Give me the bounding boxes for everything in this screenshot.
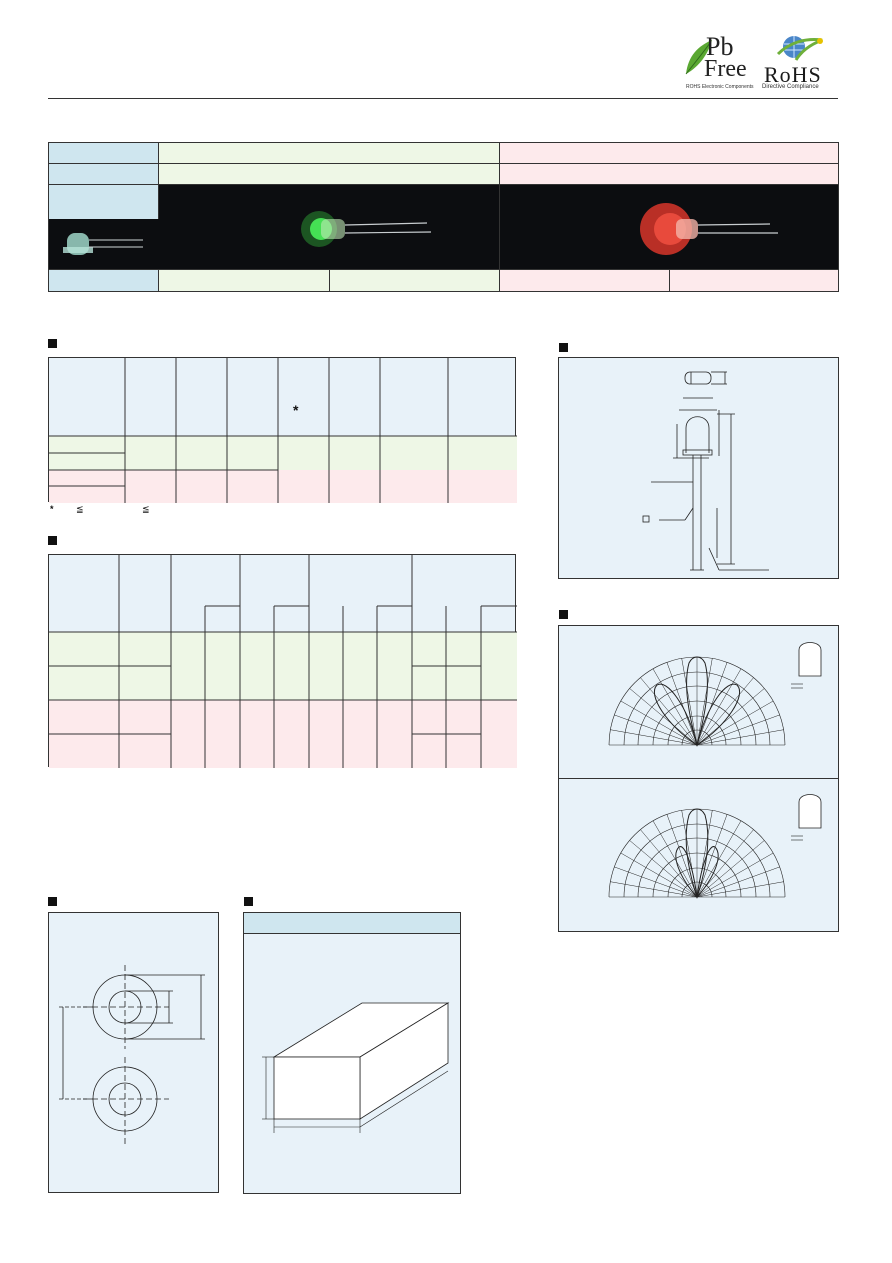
product-table xyxy=(48,142,839,292)
green-header-1 xyxy=(159,143,500,164)
polar-spoke xyxy=(681,658,698,746)
row-header-2 xyxy=(49,164,159,185)
hole-pattern-drawing xyxy=(59,965,205,1145)
polar-spoke xyxy=(696,814,728,898)
green-cell-a xyxy=(159,269,330,291)
polar-spoke xyxy=(610,729,698,746)
section-marker-dimensions xyxy=(559,343,568,352)
directivity-panel xyxy=(558,625,839,932)
polar-spoke xyxy=(614,714,698,746)
characteristics-table xyxy=(48,554,517,768)
section-marker-hole-pattern xyxy=(48,897,57,906)
polar-spoke xyxy=(696,688,765,746)
packaging-header xyxy=(244,913,460,934)
polar-spoke xyxy=(620,700,698,746)
rohs-logo: RoHS Directive Compliance xyxy=(762,34,834,92)
footnote-le-1: ≦ xyxy=(76,504,84,514)
polar-spoke xyxy=(696,677,754,746)
row-header-4 xyxy=(49,269,159,291)
polar-spoke xyxy=(666,814,698,898)
green-led-photo xyxy=(159,185,500,269)
leaf-icon xyxy=(685,40,712,75)
row-header-1 xyxy=(49,143,159,164)
section-marker-directivity xyxy=(559,610,568,619)
pink-header-1 xyxy=(500,143,838,164)
polar-spoke xyxy=(696,881,784,898)
polar-spoke xyxy=(696,658,713,746)
hole-pattern-panel xyxy=(48,912,219,1193)
asterisk-mark: * xyxy=(293,402,299,418)
pink-cell-a xyxy=(500,269,670,291)
globe-icon xyxy=(776,36,823,61)
pink-cell-b xyxy=(670,269,838,291)
polar-spoke xyxy=(629,840,698,898)
green-header-2 xyxy=(159,164,500,185)
polar-spoke xyxy=(696,729,784,746)
polar-spoke xyxy=(666,662,698,746)
polar-spoke xyxy=(696,820,742,898)
polar-spoke xyxy=(696,714,780,746)
unlit-led-photo xyxy=(49,219,159,269)
polar-spoke xyxy=(629,688,698,746)
rohs-text: RoHS xyxy=(764,62,822,87)
free-text: Free xyxy=(704,56,747,82)
packaging-panel xyxy=(243,912,461,1194)
header-rule xyxy=(48,98,838,99)
polar-spoke xyxy=(614,866,698,898)
pb-free-logo: Pb Free ROHS Electronic Components xyxy=(684,34,756,92)
ratings-table: * xyxy=(48,357,517,503)
polar-spoke xyxy=(696,852,774,898)
footnote-asterisk: * xyxy=(50,504,54,514)
polar-spoke xyxy=(620,852,698,898)
polar-spoke xyxy=(696,700,774,746)
polar-charts xyxy=(608,642,822,899)
directivity-divider xyxy=(559,778,838,779)
polar-spoke xyxy=(696,668,742,746)
polar-spoke xyxy=(696,662,728,746)
polar-spoke xyxy=(696,866,780,898)
green-cell-b xyxy=(330,269,500,291)
section-marker-ratings xyxy=(48,339,57,348)
polar-spoke xyxy=(610,881,698,898)
footnote-le-2: ≦ xyxy=(142,504,150,514)
polar-spoke xyxy=(696,840,765,898)
polar-spoke xyxy=(652,668,698,746)
section-marker-characteristics xyxy=(48,536,57,545)
pb-text: Pb xyxy=(706,32,734,61)
rohs-caption: Directive Compliance xyxy=(762,84,819,90)
led-outline-drawing xyxy=(642,371,769,571)
section-marker-packaging xyxy=(244,897,253,906)
polar-spoke xyxy=(640,677,698,746)
red-led-photo xyxy=(500,185,838,269)
polar-spoke xyxy=(652,820,698,898)
pink-header-2 xyxy=(500,164,838,185)
pb-caption: ROHS Electronic Components xyxy=(686,84,754,90)
dimensions-panel xyxy=(558,357,839,579)
packaging-box-drawing xyxy=(262,1002,450,1133)
